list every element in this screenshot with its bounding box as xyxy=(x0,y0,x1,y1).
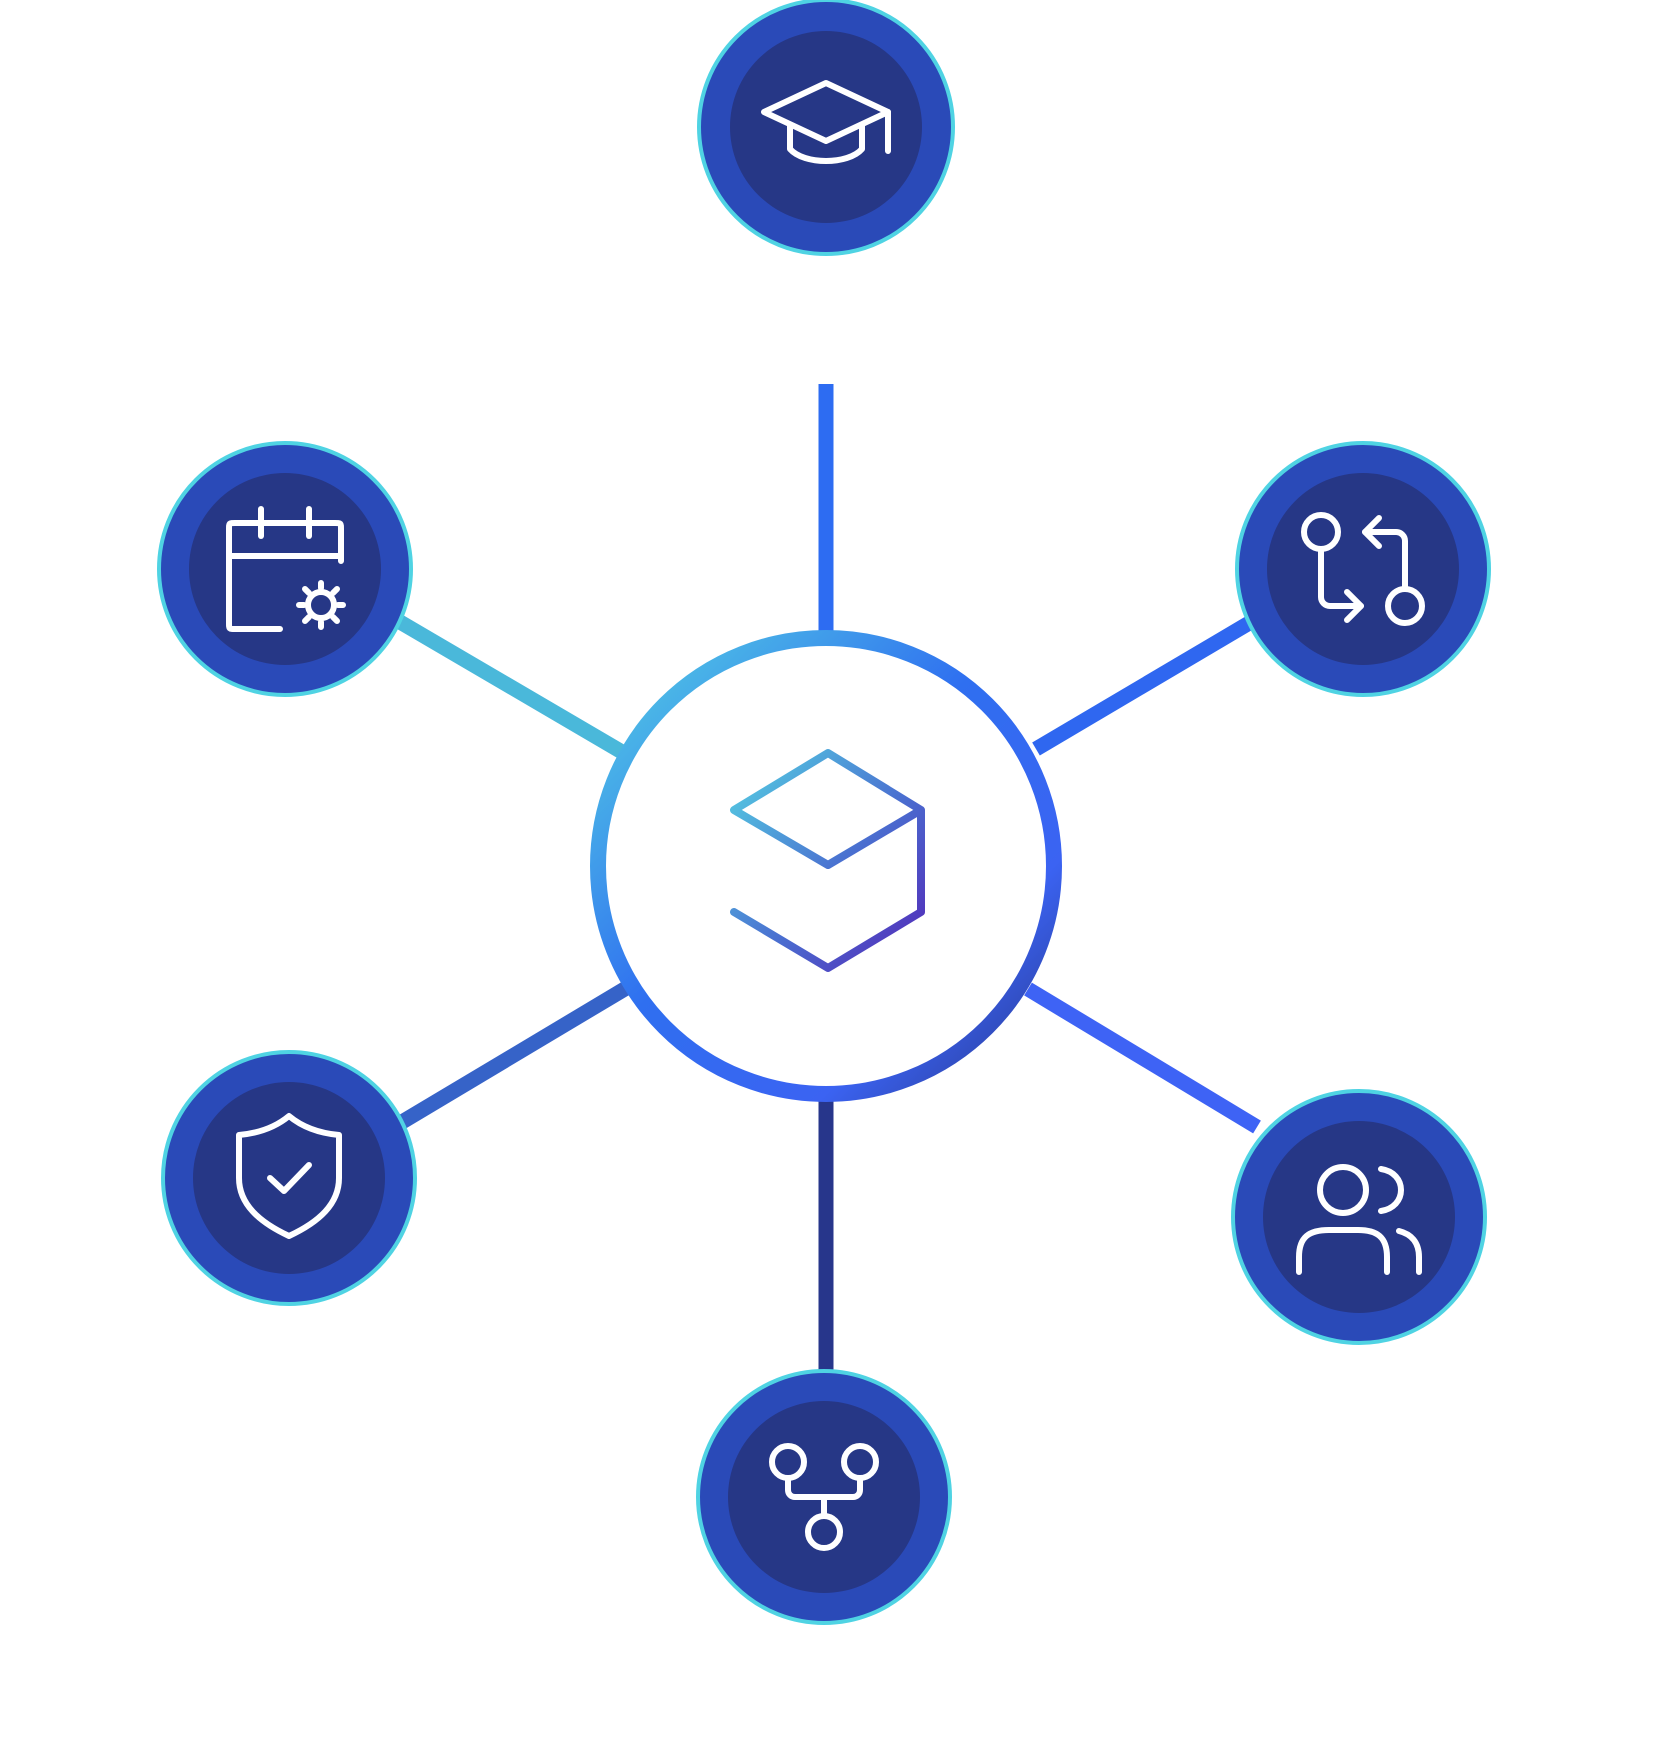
node-lower-left[interactable] xyxy=(161,1050,417,1306)
users-icon xyxy=(1296,1164,1422,1275)
calendar-settings-icon xyxy=(226,506,346,632)
connector-lower-left xyxy=(398,980,632,1129)
node-top[interactable] xyxy=(697,0,955,256)
connector-upper-left xyxy=(396,615,626,759)
connector-lines xyxy=(396,384,1261,1375)
connector-upper-right xyxy=(1032,612,1260,756)
shield-check-icon xyxy=(236,1113,342,1239)
node-upper-right[interactable] xyxy=(1235,441,1491,697)
node-bottom[interactable] xyxy=(696,1369,952,1625)
center-hub xyxy=(590,630,1062,1102)
git-fork-icon xyxy=(769,1443,879,1551)
connector-lower-right xyxy=(1024,982,1261,1134)
graduation-cap-icon xyxy=(761,80,891,164)
cube-icon xyxy=(730,749,925,972)
node-upper-left[interactable] xyxy=(157,441,413,697)
node-lower-right[interactable] xyxy=(1231,1089,1487,1345)
git-compare-icon xyxy=(1301,512,1425,626)
